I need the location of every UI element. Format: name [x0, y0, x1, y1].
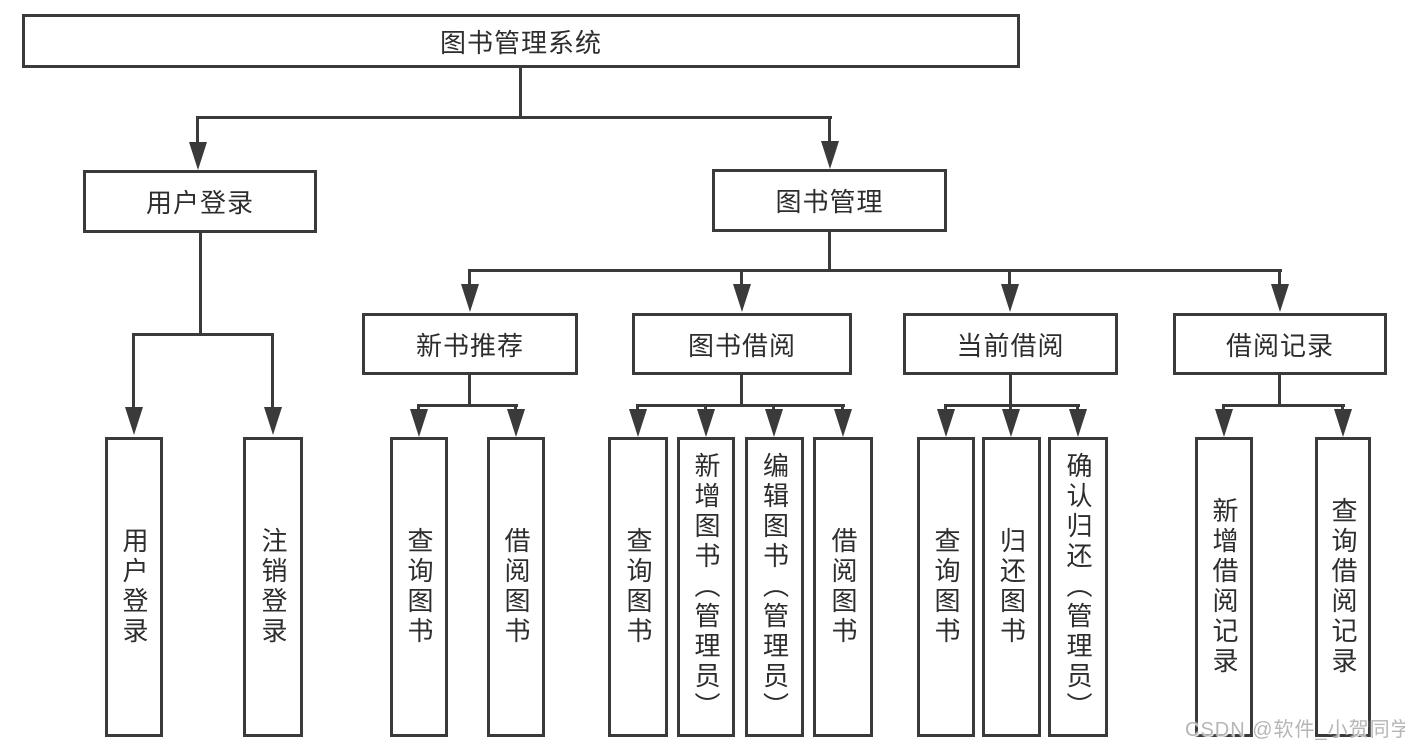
csdn-watermark: CSDN @软件_小贺同学 [1185, 719, 1405, 741]
connector-borrowing-trunk [740, 374, 743, 407]
connector-user-login-crossbar [132, 333, 274, 336]
node-book-management: 图书管理 [712, 169, 947, 232]
leaf-current-query-books: 查询图书 [917, 437, 975, 737]
leaf-user-login: 用户登录 [105, 437, 163, 737]
arrow-to-borrow-add [704, 404, 707, 409]
connector-user-login-trunk [199, 232, 202, 336]
arrow-to-book-management [828, 116, 831, 141]
leaf-current-confirm-return-label: 确认归还（管理员） [1063, 452, 1093, 722]
leaf-borrow-query-books-label: 查询图书 [623, 527, 653, 647]
connector-recommend-crossbar [417, 404, 518, 407]
connector-records-crossbar [1222, 404, 1345, 407]
leaf-current-return-books-label: 归还图书 [996, 527, 1027, 647]
leaf-current-query-books-label: 查询图书 [931, 527, 961, 647]
leaf-borrow-edit-books: 编辑图书（管理员） [745, 437, 804, 737]
leaf-user-login-label: 用户登录 [119, 527, 149, 647]
leaf-logout-label: 注销登录 [258, 527, 288, 647]
leaf-current-confirm-return: 确认归还（管理员） [1048, 437, 1108, 737]
node-borrowing-records: 借阅记录 [1173, 313, 1387, 375]
arrow-to-current-return [1009, 404, 1012, 409]
connector-current-trunk [1009, 374, 1012, 407]
leaf-borrow-query-books: 查询图书 [608, 437, 668, 737]
arrow-to-leaf-user-login [132, 333, 135, 407]
node-book-borrowing-label: 图书借阅 [687, 330, 796, 361]
leaf-records-add-record: 新增借阅记录 [1195, 437, 1253, 737]
node-current-borrowing: 当前借阅 [903, 313, 1118, 375]
connector-root-crossbar [196, 116, 832, 119]
node-user-login: 用户登录 [83, 170, 317, 233]
leaf-records-query-record: 查询借阅记录 [1315, 437, 1371, 737]
leaf-records-add-record-label: 新增借阅记录 [1209, 497, 1239, 677]
connector-current-crossbar [944, 404, 1080, 407]
leaf-recommend-query-books: 查询图书 [390, 437, 448, 737]
connector-records-trunk [1278, 374, 1281, 407]
connector-book-management-crossbar [468, 269, 1282, 272]
leaf-borrow-add-books: 新增图书（管理员） [677, 437, 735, 737]
node-new-book-recommend: 新书推荐 [362, 313, 578, 375]
arrow-to-borrow-borrow [841, 404, 844, 409]
leaf-records-query-record-label: 查询借阅记录 [1328, 497, 1358, 677]
arrow-to-user-login [196, 116, 199, 142]
node-borrowing-records-label: 借阅记录 [1225, 330, 1334, 361]
arrow-to-current-borrowing [1008, 269, 1011, 284]
leaf-recommend-borrow-books-label: 借阅图书 [501, 527, 531, 647]
node-new-book-recommend-label: 新书推荐 [415, 330, 524, 361]
arrow-to-borrowing-records [1278, 269, 1281, 284]
connector-recommend-trunk [468, 374, 471, 407]
node-root-library-system: 图书管理系统 [22, 14, 1020, 68]
leaf-borrow-add-books-label: 新增图书（管理员） [691, 452, 721, 722]
arrow-to-book-borrowing [740, 269, 743, 284]
arrow-to-current-query [944, 404, 947, 409]
node-book-borrowing: 图书借阅 [632, 313, 852, 375]
connector-root-trunk [519, 66, 522, 118]
node-user-login-label: 用户登录 [145, 188, 254, 218]
node-current-borrowing-label: 当前借阅 [956, 330, 1065, 361]
arrow-to-leaf-logout [271, 333, 274, 407]
connector-book-management-trunk [828, 231, 831, 272]
arrow-to-records-add [1222, 404, 1225, 409]
leaf-borrow-borrow-books: 借阅图书 [813, 437, 873, 737]
leaf-current-return-books: 归还图书 [982, 437, 1041, 737]
arrow-to-recommend-borrow [514, 404, 517, 409]
leaf-logout: 注销登录 [243, 437, 303, 737]
connector-borrowing-crossbar [636, 404, 845, 407]
leaf-borrow-edit-books-label: 编辑图书（管理员） [759, 452, 790, 722]
node-root-label: 图书管理系统 [439, 27, 602, 58]
arrow-to-recommend-query [417, 404, 420, 409]
leaf-recommend-borrow-books: 借阅图书 [487, 437, 545, 737]
node-book-management-label: 图书管理 [775, 187, 884, 217]
leaf-recommend-query-books-label: 查询图书 [404, 527, 434, 647]
arrow-to-borrow-edit [772, 404, 775, 409]
arrow-to-new-book-recommend [468, 269, 471, 284]
arrow-to-current-confirm [1076, 404, 1079, 409]
arrow-to-borrow-query [636, 404, 639, 409]
leaf-borrow-borrow-books-label: 借阅图书 [828, 527, 858, 647]
arrow-to-records-query [1341, 404, 1344, 409]
